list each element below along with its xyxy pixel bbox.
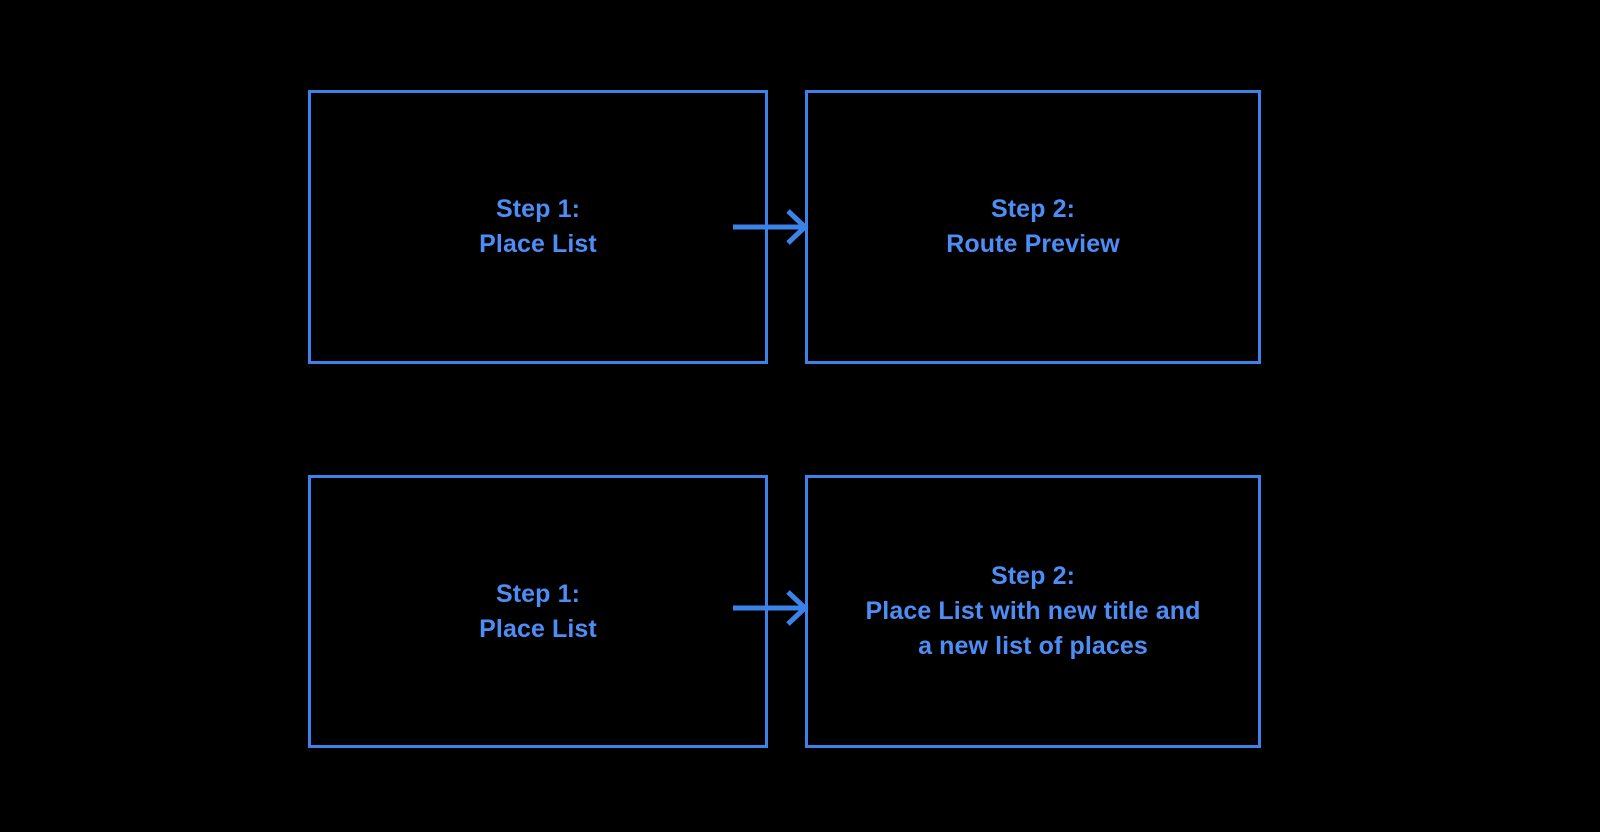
flow-box-step2-top[interactable]: Step 2: Route Preview xyxy=(805,90,1261,364)
flow-box-label: Step 2: Route Preview xyxy=(946,195,1120,258)
flow-box-step1-bottom[interactable]: Step 1: Place List xyxy=(308,475,768,748)
flow-box-label: Step 1: Place List xyxy=(479,195,597,258)
flow-box-step2-bottom[interactable]: Step 2: Place List with new title and a … xyxy=(805,475,1261,748)
flow-box-label: Step 1: Place List xyxy=(479,579,597,643)
flow-box-step1-top[interactable]: Step 1: Place List xyxy=(308,90,768,364)
flow-box-label: Step 2: Place List with new title and a … xyxy=(865,562,1201,660)
